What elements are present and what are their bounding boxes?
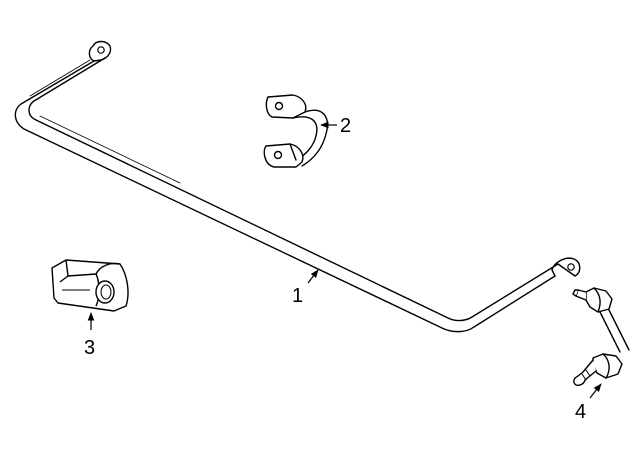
callout-1: 1 [292,269,319,307]
callout-3: 3 [84,312,95,359]
callout-4-label: 4 [575,401,586,423]
callout-1-label: 1 [292,285,303,307]
bar-bracket [263,94,328,168]
callout-2-label: 2 [340,115,351,137]
bar-bushing [51,259,129,312]
callout-2: 2 [320,115,351,137]
callout-4: 4 [575,383,602,423]
stabilizer-link [572,287,630,386]
stabilizer-bar [14,40,581,333]
callout-3-label: 3 [84,337,95,359]
